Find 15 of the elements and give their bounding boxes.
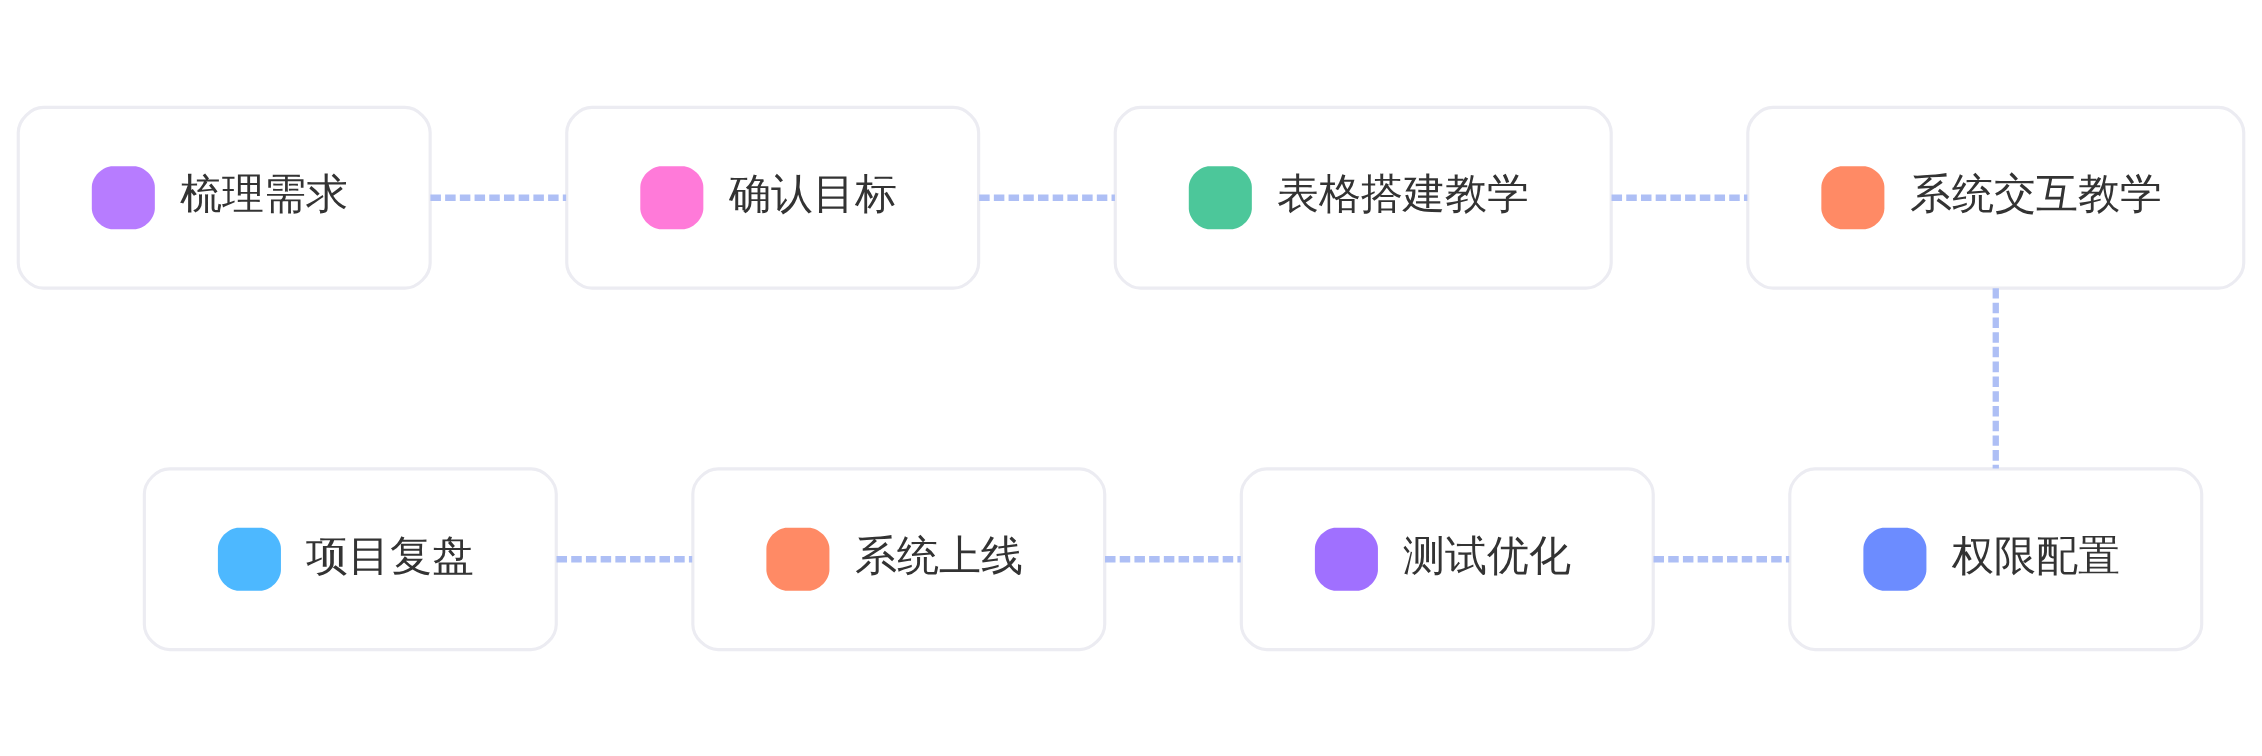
connector <box>1992 287 1999 469</box>
connector <box>979 194 1115 201</box>
connector <box>1653 555 1790 562</box>
node-box: 梳理需求 <box>16 105 432 290</box>
node-box: 权限配置 <box>1788 466 2204 651</box>
node-box: 测试优化 <box>1239 466 1655 651</box>
node-box: 系统上线 <box>691 466 1107 651</box>
node-box: 表格搭建教学 <box>1113 105 1613 290</box>
node-box: 项目复盘 <box>142 466 558 651</box>
connector <box>430 194 567 201</box>
connector <box>556 555 693 562</box>
node-box: 确认目标 <box>565 105 981 290</box>
node-box: 系统交互教学 <box>1746 105 2246 290</box>
connector <box>1611 194 1748 201</box>
connector <box>1105 555 1241 562</box>
